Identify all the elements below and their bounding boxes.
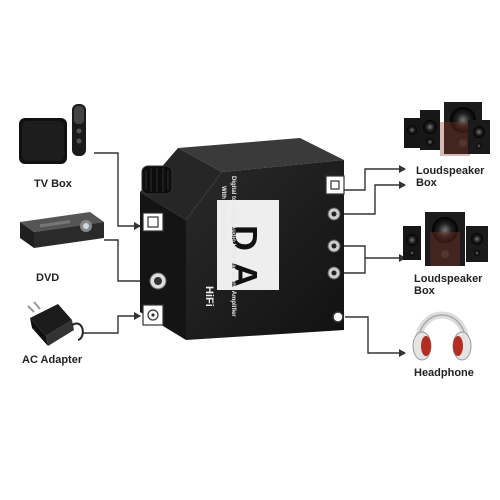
device-caption-line2: With Toslink Coaxial bbox=[220, 186, 226, 245]
ac-adapter-connection bbox=[82, 312, 141, 334]
label-ac-adapter: AC Adapter bbox=[22, 354, 83, 366]
coaxial-in-port bbox=[149, 272, 167, 290]
dvd-player-image bbox=[20, 212, 104, 248]
logo-a: A bbox=[224, 262, 265, 288]
ac-adapter-image bbox=[27, 301, 84, 346]
loudspeaker-set-1 bbox=[404, 102, 490, 156]
rca-out-top-connection bbox=[343, 181, 406, 215]
headphone-connection bbox=[345, 316, 406, 357]
label-dvd: DVD bbox=[36, 272, 60, 284]
power-port bbox=[142, 304, 164, 326]
headphone-image bbox=[412, 311, 472, 361]
tv-box-image bbox=[19, 104, 86, 164]
label-tv-box: TV Box bbox=[34, 178, 72, 190]
logo-panel bbox=[217, 200, 279, 290]
logo-d: D bbox=[224, 225, 265, 251]
optical-out-connection bbox=[343, 165, 406, 191]
rca-out-bottom-connection bbox=[343, 245, 406, 262]
rca-out-ports bbox=[327, 207, 341, 280]
headphone-jack bbox=[332, 311, 344, 323]
loudspeaker-set-2 bbox=[403, 212, 488, 266]
tv-box-connection bbox=[94, 152, 141, 230]
device-caption-line1: Digital to Analog Audio HiFi Headphone A… bbox=[230, 176, 236, 317]
label-headphone: Headphone bbox=[414, 367, 474, 379]
connection-lines bbox=[82, 152, 406, 357]
volume-knob bbox=[141, 165, 173, 195]
label-loudspeaker-box-1: Loudspeaker Box bbox=[416, 165, 485, 189]
hifi-badge: HiFi bbox=[203, 286, 215, 307]
optical-in-port bbox=[142, 212, 164, 232]
optical-out-port bbox=[325, 175, 345, 195]
dac-converter-device: D A Digital to Analog Audio HiFi Headpho… bbox=[140, 138, 345, 340]
dvd-connection bbox=[104, 239, 153, 285]
label-loudspeaker-box-2: Loudspeaker Box bbox=[414, 273, 483, 297]
